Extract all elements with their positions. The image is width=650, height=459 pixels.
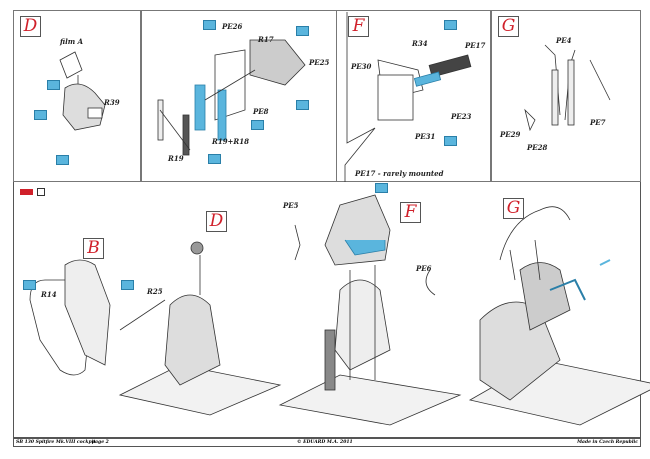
part-label: PE4 bbox=[556, 36, 572, 45]
part-label: PE29 bbox=[500, 130, 521, 139]
part-label: R34 bbox=[412, 39, 428, 48]
part-label: R39 bbox=[104, 98, 120, 107]
color-tag-icon bbox=[444, 20, 457, 30]
part-label: PE28 bbox=[527, 143, 548, 152]
footer-copyright: © EDUARD M.A. 2011 bbox=[297, 440, 353, 445]
step-letter-g: G bbox=[503, 198, 524, 219]
color-tag-icon bbox=[34, 110, 47, 120]
panel-chair bbox=[141, 10, 337, 182]
color-tag-icon bbox=[375, 183, 388, 193]
part-label: PE7 bbox=[590, 118, 606, 127]
step-letter-f: F bbox=[348, 16, 369, 37]
footer-page: page 2 bbox=[92, 440, 109, 445]
part-label: PE30 bbox=[351, 62, 372, 71]
part-label: PE26 bbox=[222, 22, 243, 31]
panel-d bbox=[13, 10, 141, 182]
part-label: R19 bbox=[168, 154, 184, 163]
part-label: PE5 bbox=[283, 201, 299, 210]
part-label: PE17 bbox=[465, 41, 486, 50]
step-letter-f: F bbox=[400, 202, 421, 223]
step-letter-d: D bbox=[206, 211, 227, 232]
color-tag-icon bbox=[56, 155, 69, 165]
part-label: PE23 bbox=[451, 112, 472, 121]
color-tag-icon bbox=[121, 280, 134, 290]
red-legend-swatch bbox=[20, 189, 33, 195]
footer-made-in: Made in Czech Republic bbox=[577, 440, 638, 445]
footer-title: SB 130 Spitfire Mk.VIII cockpit bbox=[16, 440, 96, 445]
step-letter-b: B bbox=[83, 238, 104, 259]
color-tag-icon bbox=[296, 26, 309, 36]
color-tag-icon bbox=[203, 20, 216, 30]
color-tag-icon bbox=[23, 280, 36, 290]
part-label: R25 bbox=[147, 287, 163, 296]
step-letter-d: D bbox=[20, 16, 41, 37]
part-label: PE6 bbox=[416, 264, 432, 273]
color-tag-icon bbox=[251, 120, 264, 130]
color-tag-icon bbox=[47, 80, 60, 90]
panel-g bbox=[491, 10, 641, 182]
part-label: PE31 bbox=[415, 132, 436, 141]
part-label: PE25 bbox=[309, 58, 330, 67]
footer-bar: SB 130 Spitfire Mk.VIII cockpit page 2 ©… bbox=[13, 438, 641, 447]
step-letter-g: G bbox=[498, 16, 519, 37]
part-label: R17 bbox=[258, 35, 274, 44]
color-tag-icon bbox=[444, 136, 457, 146]
part-label: R19+R18 bbox=[212, 137, 249, 146]
part-label: film A bbox=[60, 37, 84, 46]
legend-check-icon bbox=[37, 188, 45, 196]
rarely-mounted-note: PE17 - rarely mounted bbox=[355, 169, 444, 178]
color-tag-icon bbox=[208, 154, 221, 164]
part-label: PE8 bbox=[253, 107, 269, 116]
color-tag-icon bbox=[296, 100, 309, 110]
part-label: R14 bbox=[41, 290, 57, 299]
panel-f bbox=[337, 10, 491, 182]
